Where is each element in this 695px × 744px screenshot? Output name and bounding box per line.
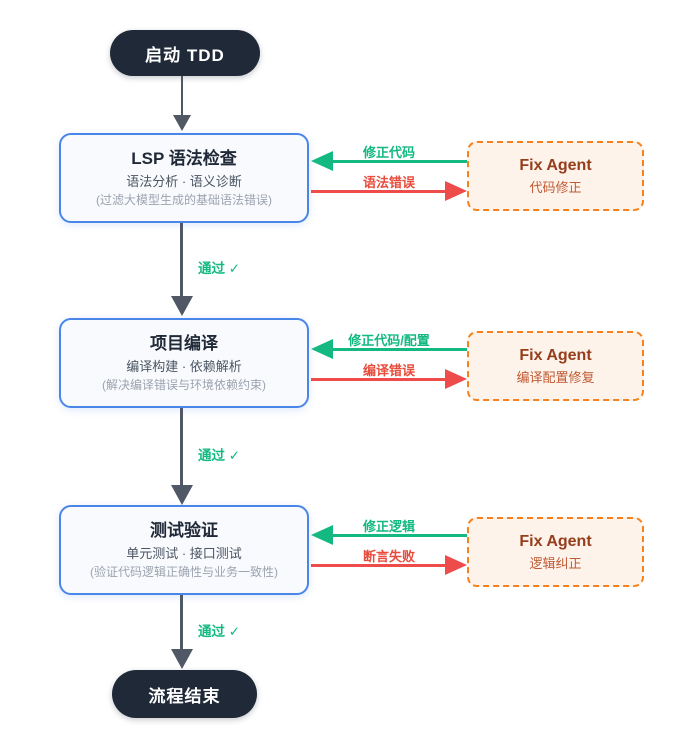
arrow-down-icon xyxy=(171,485,193,505)
error-arrow-line xyxy=(311,190,445,193)
stage-box-lsp-check: LSP 语法检查 语法分析 · 语义诊断 (过滤大模型生成的基础语法错误) xyxy=(59,133,309,223)
fix-arrow-label: 修正代码/配置 xyxy=(348,333,430,348)
arrow-right-icon xyxy=(445,369,467,389)
fix-agent-title: Fix Agent xyxy=(519,347,592,365)
arrow-down-icon xyxy=(171,296,193,316)
fix-arrow-label: 修正逻辑 xyxy=(362,519,416,534)
error-arrow-label: 语法错误 xyxy=(362,175,416,190)
arrow-down-icon xyxy=(173,115,191,131)
stage-title: 项目编译 xyxy=(150,334,218,354)
start-node: 启动 TDD xyxy=(110,30,260,76)
arrow-down-icon xyxy=(171,649,193,669)
stage-title: 测试验证 xyxy=(150,521,218,541)
fix-agent-subtitle: 编译配置修复 xyxy=(516,370,595,386)
arrow-right-icon xyxy=(445,181,467,201)
start-node-label: 启动 TDD xyxy=(145,45,225,65)
fix-arrow-line xyxy=(333,348,467,351)
end-node: 流程结束 xyxy=(112,670,257,718)
stage-subtitle: 单元测试 · 接口测试 xyxy=(126,545,242,561)
stage-note: (过滤大模型生成的基础语法错误) xyxy=(96,193,272,208)
stage-subtitle: 编译构建 · 依赖解析 xyxy=(126,358,242,374)
connector-line xyxy=(180,595,183,650)
fix-agent-title: Fix Agent xyxy=(519,157,592,175)
connector-line xyxy=(180,223,183,297)
fix-agent-box-compile-config: Fix Agent 编译配置修复 xyxy=(467,331,644,401)
error-arrow-label: 编译错误 xyxy=(362,363,416,378)
error-arrow-label: 断言失败 xyxy=(362,549,416,564)
end-node-label: 流程结束 xyxy=(148,686,221,706)
fix-agent-box-code-fix: Fix Agent 代码修正 xyxy=(467,141,644,211)
connector-line xyxy=(180,408,183,486)
pass-label: 通过 ✓ xyxy=(198,261,241,276)
arrow-right-icon xyxy=(445,555,467,575)
stage-box-project-compile: 项目编译 编译构建 · 依赖解析 (解决编译错误与环境依赖约束) xyxy=(59,318,309,408)
pass-label: 通过 ✓ xyxy=(198,624,241,639)
arrow-left-icon xyxy=(311,151,333,171)
fix-agent-title: Fix Agent xyxy=(519,533,592,551)
arrow-left-icon xyxy=(311,525,333,545)
stage-subtitle: 语法分析 · 语义诊断 xyxy=(126,173,242,189)
connector-line xyxy=(181,76,183,116)
stage-note: (验证代码逻辑正确性与业务一致性) xyxy=(90,565,278,580)
fix-agent-subtitle: 逻辑纠正 xyxy=(529,556,582,572)
pass-label: 通过 ✓ xyxy=(198,448,241,463)
fix-arrow-line xyxy=(333,160,467,163)
error-arrow-line xyxy=(311,564,445,567)
stage-box-test-verify: 测试验证 单元测试 · 接口测试 (验证代码逻辑正确性与业务一致性) xyxy=(59,505,309,595)
fix-agent-box-logic-correct: Fix Agent 逻辑纠正 xyxy=(467,517,644,587)
arrow-left-icon xyxy=(311,339,333,359)
fix-arrow-line xyxy=(333,534,467,537)
stage-title: LSP 语法检查 xyxy=(131,149,237,169)
fix-agent-subtitle: 代码修正 xyxy=(529,180,582,196)
error-arrow-line xyxy=(311,378,445,381)
fix-arrow-label: 修正代码 xyxy=(362,145,416,160)
stage-note: (解决编译错误与环境依赖约束) xyxy=(102,378,266,393)
